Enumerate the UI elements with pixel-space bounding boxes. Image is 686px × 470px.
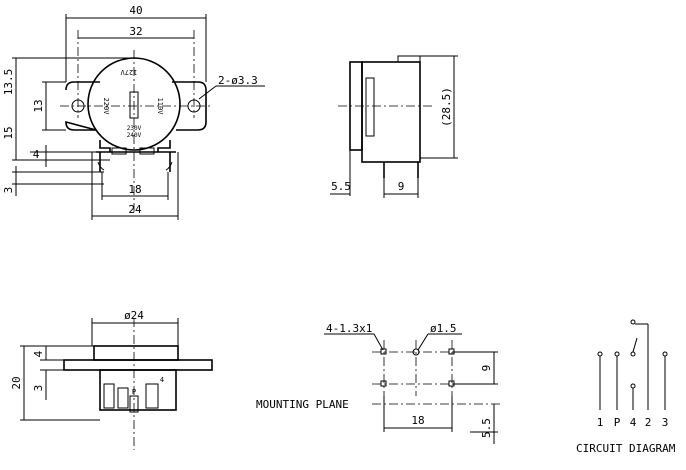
bottom-dim-20-text: 20 (10, 376, 23, 389)
dim-4-text: 4 (33, 148, 40, 161)
circuit-switch-arm (632, 337, 638, 353)
voltage-label-240: 240V (127, 132, 142, 139)
circuit-label-3: 3 (662, 416, 669, 429)
mount-slot-tl (380, 348, 387, 355)
front-terminal-right (139, 147, 155, 155)
voltage-label-127: 127V (120, 68, 138, 76)
front-pin-right-tip (165, 161, 173, 171)
bottom-pin-label-p: P (132, 388, 136, 396)
mount-hole-note: ø1.5 (430, 322, 457, 335)
bottom-flange (63, 359, 213, 371)
dim-13-5-text: 13.5 (2, 69, 15, 96)
dim-13-text: 13 (32, 99, 45, 112)
mount-slot-bl (380, 380, 387, 387)
dim-24-text: 24 (128, 203, 142, 216)
circuit-node-4 (630, 383, 636, 389)
voltage-label-110: 110V (156, 98, 164, 116)
bottom-terminal-left (103, 383, 115, 409)
mount-dim-9-text: 9 (480, 365, 493, 372)
circuit-diagram: 1 P 4 2 3 CIRCUIT DIAGRAM (576, 319, 676, 455)
bottom-dim-24-text: ø24 (124, 309, 144, 322)
front-view: 127V 220V 110V 230V 240V 40 32 2-ø3.3 13… (2, 4, 265, 220)
mount-hole-leader (417, 333, 429, 351)
side-view: (28.5) 5.5 9 (330, 55, 458, 198)
circuit-title: CIRCUIT DIAGRAM (576, 442, 676, 455)
side-cap (397, 55, 421, 63)
bottom-view: P 4 ø24 20 4 3 (10, 309, 213, 450)
mounting-layout: 4-1.3x1 ø1.5 9 MOUNTING PLANE 18 5.5 (256, 322, 500, 444)
circuit-label-1: 1 (597, 416, 604, 429)
bottom-dim-4-text: 4 (32, 350, 45, 357)
dim-3-text: 3 (2, 187, 15, 194)
bottom-terminal-right (145, 383, 159, 409)
side-dim-55-text: 5.5 (331, 180, 351, 193)
bottom-terminal-center (129, 395, 139, 413)
voltage-label-220: 220V (102, 98, 110, 116)
front-pin-left-tip (97, 161, 105, 171)
circuit-node-1 (597, 351, 603, 357)
side-body (361, 61, 421, 163)
circuit-node-top (630, 319, 636, 325)
circuit-node-p (614, 351, 620, 357)
mount-slot-note: 4-1.3x1 (326, 322, 372, 335)
bottom-pin-label-4: 4 (160, 376, 164, 384)
mount-hole (412, 348, 420, 356)
mount-plane-label: MOUNTING PLANE (256, 398, 349, 411)
circuit-label-2: 2 (645, 416, 652, 429)
mount-slot-leader (373, 333, 384, 351)
dim-40-text: 40 (129, 4, 142, 17)
hole-note-leader (198, 85, 217, 100)
front-terminal-left (111, 147, 127, 155)
front-lower-body (99, 140, 171, 152)
dim-15-text: 15 (2, 126, 15, 139)
bottom-top-body (93, 345, 179, 361)
side-dim-285-text: (28.5) (440, 87, 453, 127)
circuit-node-3 (662, 351, 668, 357)
mount-dim-55-text: 5.5 (480, 418, 493, 438)
hole-note-text: 2-ø3.3 (218, 74, 258, 87)
side-dim-9-text: 9 (398, 180, 405, 193)
voltage-label-230: 230V (127, 125, 142, 132)
front-flange-outline (65, 81, 207, 131)
bottom-terminal-mid (117, 387, 129, 409)
mount-dim-18-text: 18 (411, 414, 424, 427)
dim-32-text: 32 (129, 25, 142, 38)
dim-18-text: 18 (128, 183, 141, 196)
circuit-label-4: 4 (630, 416, 637, 429)
bottom-dim-3-text: 3 (32, 385, 45, 392)
circuit-node-2 (630, 351, 636, 357)
side-inner (365, 77, 375, 137)
circuit-label-p: P (614, 416, 621, 429)
